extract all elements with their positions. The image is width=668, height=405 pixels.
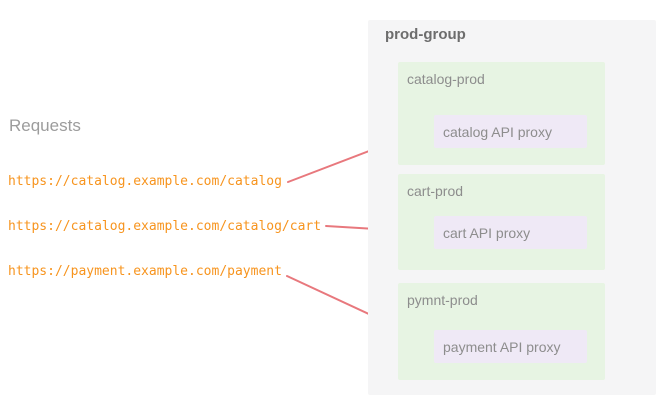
environment-name: cart-prod [407, 183, 464, 199]
environment-cart-prod: cart-prod cart API proxy [398, 174, 605, 270]
environment-pymnt-prod: pymnt-prod payment API proxy [398, 283, 605, 380]
request-url-catalog: https://catalog.example.com/catalog [8, 174, 282, 189]
proxy-label: catalog API proxy [443, 123, 552, 140]
proxy-label: payment API proxy [443, 338, 561, 355]
proxy-label: cart API proxy [443, 224, 531, 241]
request-url-payment: https://payment.example.com/payment [8, 264, 282, 279]
environment-name: catalog-prod [407, 71, 485, 87]
proxy-payment-api: payment API proxy [434, 330, 587, 363]
environment-name: pymnt-prod [407, 292, 478, 308]
request-url-catalog-cart: https://catalog.example.com/catalog/cart [8, 219, 322, 234]
prod-group-box: prod-group catalog-prod catalog API prox… [368, 20, 656, 395]
requests-heading: Requests [9, 116, 81, 135]
proxy-cart-api: cart API proxy [434, 216, 587, 249]
proxy-catalog-api: catalog API proxy [434, 115, 587, 148]
environment-catalog-prod: catalog-prod catalog API proxy [398, 62, 605, 165]
prod-group-title: prod-group [385, 26, 466, 43]
